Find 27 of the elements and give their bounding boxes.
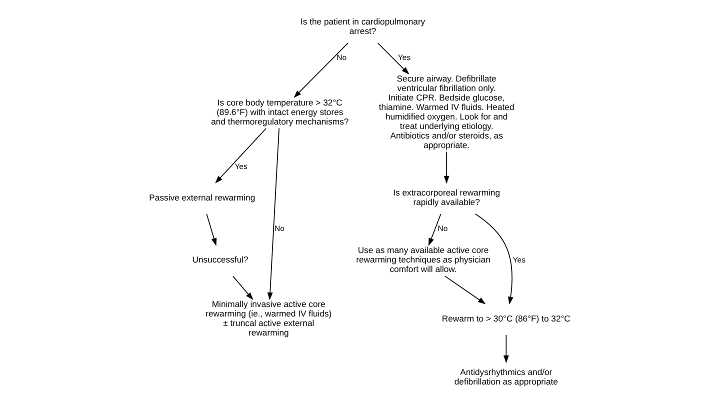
arrow xyxy=(232,276,254,300)
arrow xyxy=(377,42,410,75)
node-text: Antidysrhythmics and/or defibrillation as appropriate xyxy=(454,367,558,387)
edge-label: Yes xyxy=(512,255,526,264)
arrow xyxy=(428,214,442,246)
node-text: Use as many available active core rewarming techniques as physician comfort will allow. xyxy=(356,245,490,274)
arrow xyxy=(444,276,486,304)
arrow xyxy=(474,213,514,305)
node-text: Is extracorporeal rewarming rapidly available? xyxy=(393,188,500,208)
node-text: Is core body temperature > 32°C (89.6°F) with intact energy stores and thermoregulatory mechanisms? xyxy=(211,97,349,126)
edge-label: Yes xyxy=(234,162,248,171)
edge-label: No xyxy=(336,53,347,62)
arrow xyxy=(206,214,217,246)
node-text: Unsuccessful? xyxy=(192,254,248,265)
arrow xyxy=(503,334,509,364)
edge-label: Yes xyxy=(398,53,411,62)
node-text: Rewarm to > 30°C (86°F) to 32°C xyxy=(442,313,570,324)
arrow xyxy=(267,128,280,300)
arrow xyxy=(215,128,266,184)
node-text: Is the patient in cardiopulmonary arrest? xyxy=(300,16,426,36)
edge-label: No xyxy=(438,224,448,234)
node-text: Secure airway. Defibrillate ventricular fibrillation only. Initiate CPR. Bedside glucose, thiamine. Warmed IV fluids. Heated humidified oxygen. Look for and treat underlying etiology. Antibiotics and/or steroids, as appropriate. xyxy=(378,74,514,150)
arrow xyxy=(444,151,450,184)
node-text: Passive external rewarming xyxy=(149,192,256,202)
node-text: Minimally invasive active core rewarming (ie., warmed IV fluids) ± truncal active external rewarming xyxy=(206,299,332,338)
arrow xyxy=(294,42,348,98)
edge-label: No xyxy=(274,224,284,234)
